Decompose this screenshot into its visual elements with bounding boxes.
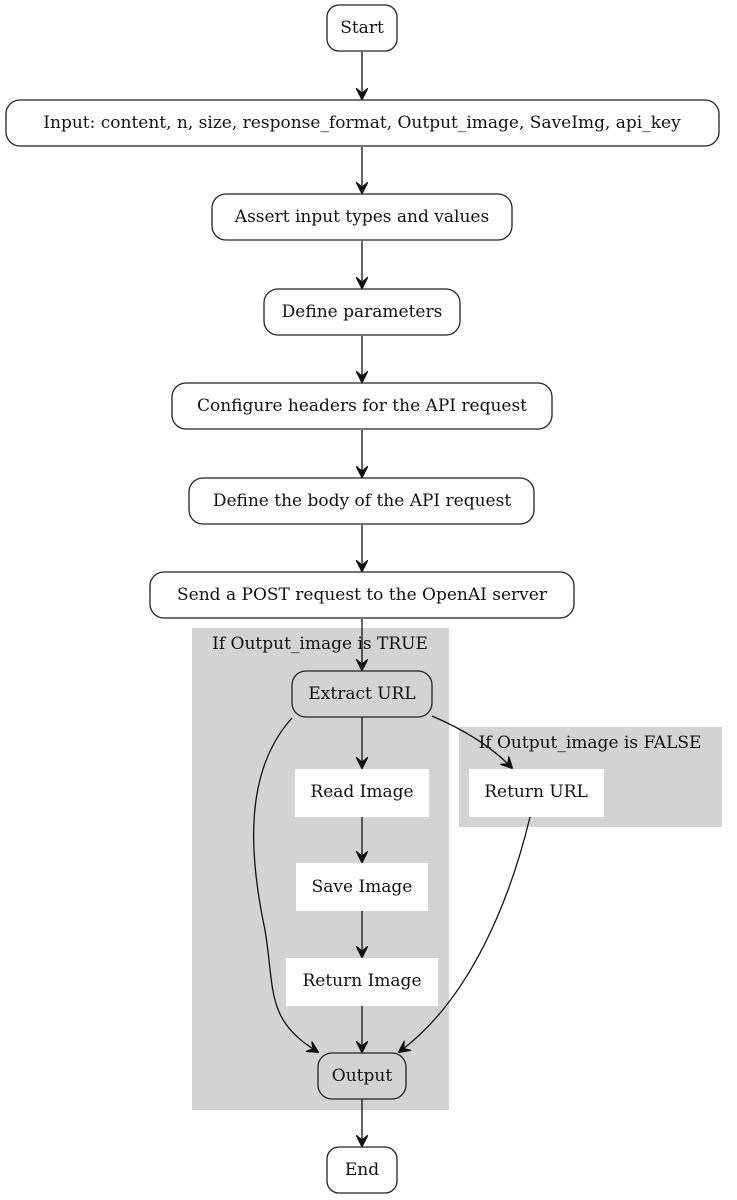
node-read-image-label: Read Image — [310, 782, 413, 802]
node-return-url-label: Return URL — [484, 782, 588, 802]
edge-return-url-to-output — [399, 816, 531, 1052]
node-send-post: Send a POST request to the OpenAI server — [149, 571, 575, 619]
node-define-params: Define parameters — [263, 288, 461, 336]
edge-extract-url-to-output — [253, 717, 318, 1052]
node-input: Input: content, n, size, response_format… — [5, 99, 720, 147]
node-input-label: Input: content, n, size, response_format… — [43, 113, 681, 133]
node-extract-url: Extract URL — [291, 670, 433, 718]
node-return-image-label: Return Image — [302, 971, 421, 991]
node-define-body-label: Define the body of the API request — [213, 491, 512, 511]
cluster-false-label: If Output_image is FALSE — [479, 733, 702, 753]
edges — [253, 52, 531, 1146]
node-define-params-label: Define parameters — [282, 302, 443, 322]
node-define-body: Define the body of the API request — [188, 477, 535, 525]
node-configure-headers-label: Configure headers for the API request — [197, 396, 527, 416]
node-save-image-label: Save Image — [312, 877, 413, 897]
node-output: Output — [317, 1052, 407, 1100]
node-send-post-label: Send a POST request to the OpenAI server — [177, 585, 548, 605]
node-assert-label: Assert input types and values — [234, 207, 489, 227]
node-assert: Assert input types and values — [211, 193, 513, 241]
cluster-true-label: If Output_image is TRUE — [212, 634, 428, 654]
node-end-label: End — [345, 1160, 379, 1180]
node-configure-headers: Configure headers for the API request — [171, 382, 553, 430]
edge-extract-url-to-return-url — [431, 715, 512, 768]
node-output-label: Output — [332, 1066, 393, 1086]
node-start: Start — [326, 4, 398, 52]
node-extract-url-label: Extract URL — [308, 684, 415, 704]
node-end: End — [326, 1146, 398, 1194]
node-save-image: Save Image — [296, 863, 428, 911]
node-read-image: Read Image — [295, 769, 429, 817]
node-return-image: Return Image — [286, 958, 438, 1006]
node-start-label: Start — [340, 18, 384, 38]
node-return-url: Return URL — [469, 769, 604, 817]
